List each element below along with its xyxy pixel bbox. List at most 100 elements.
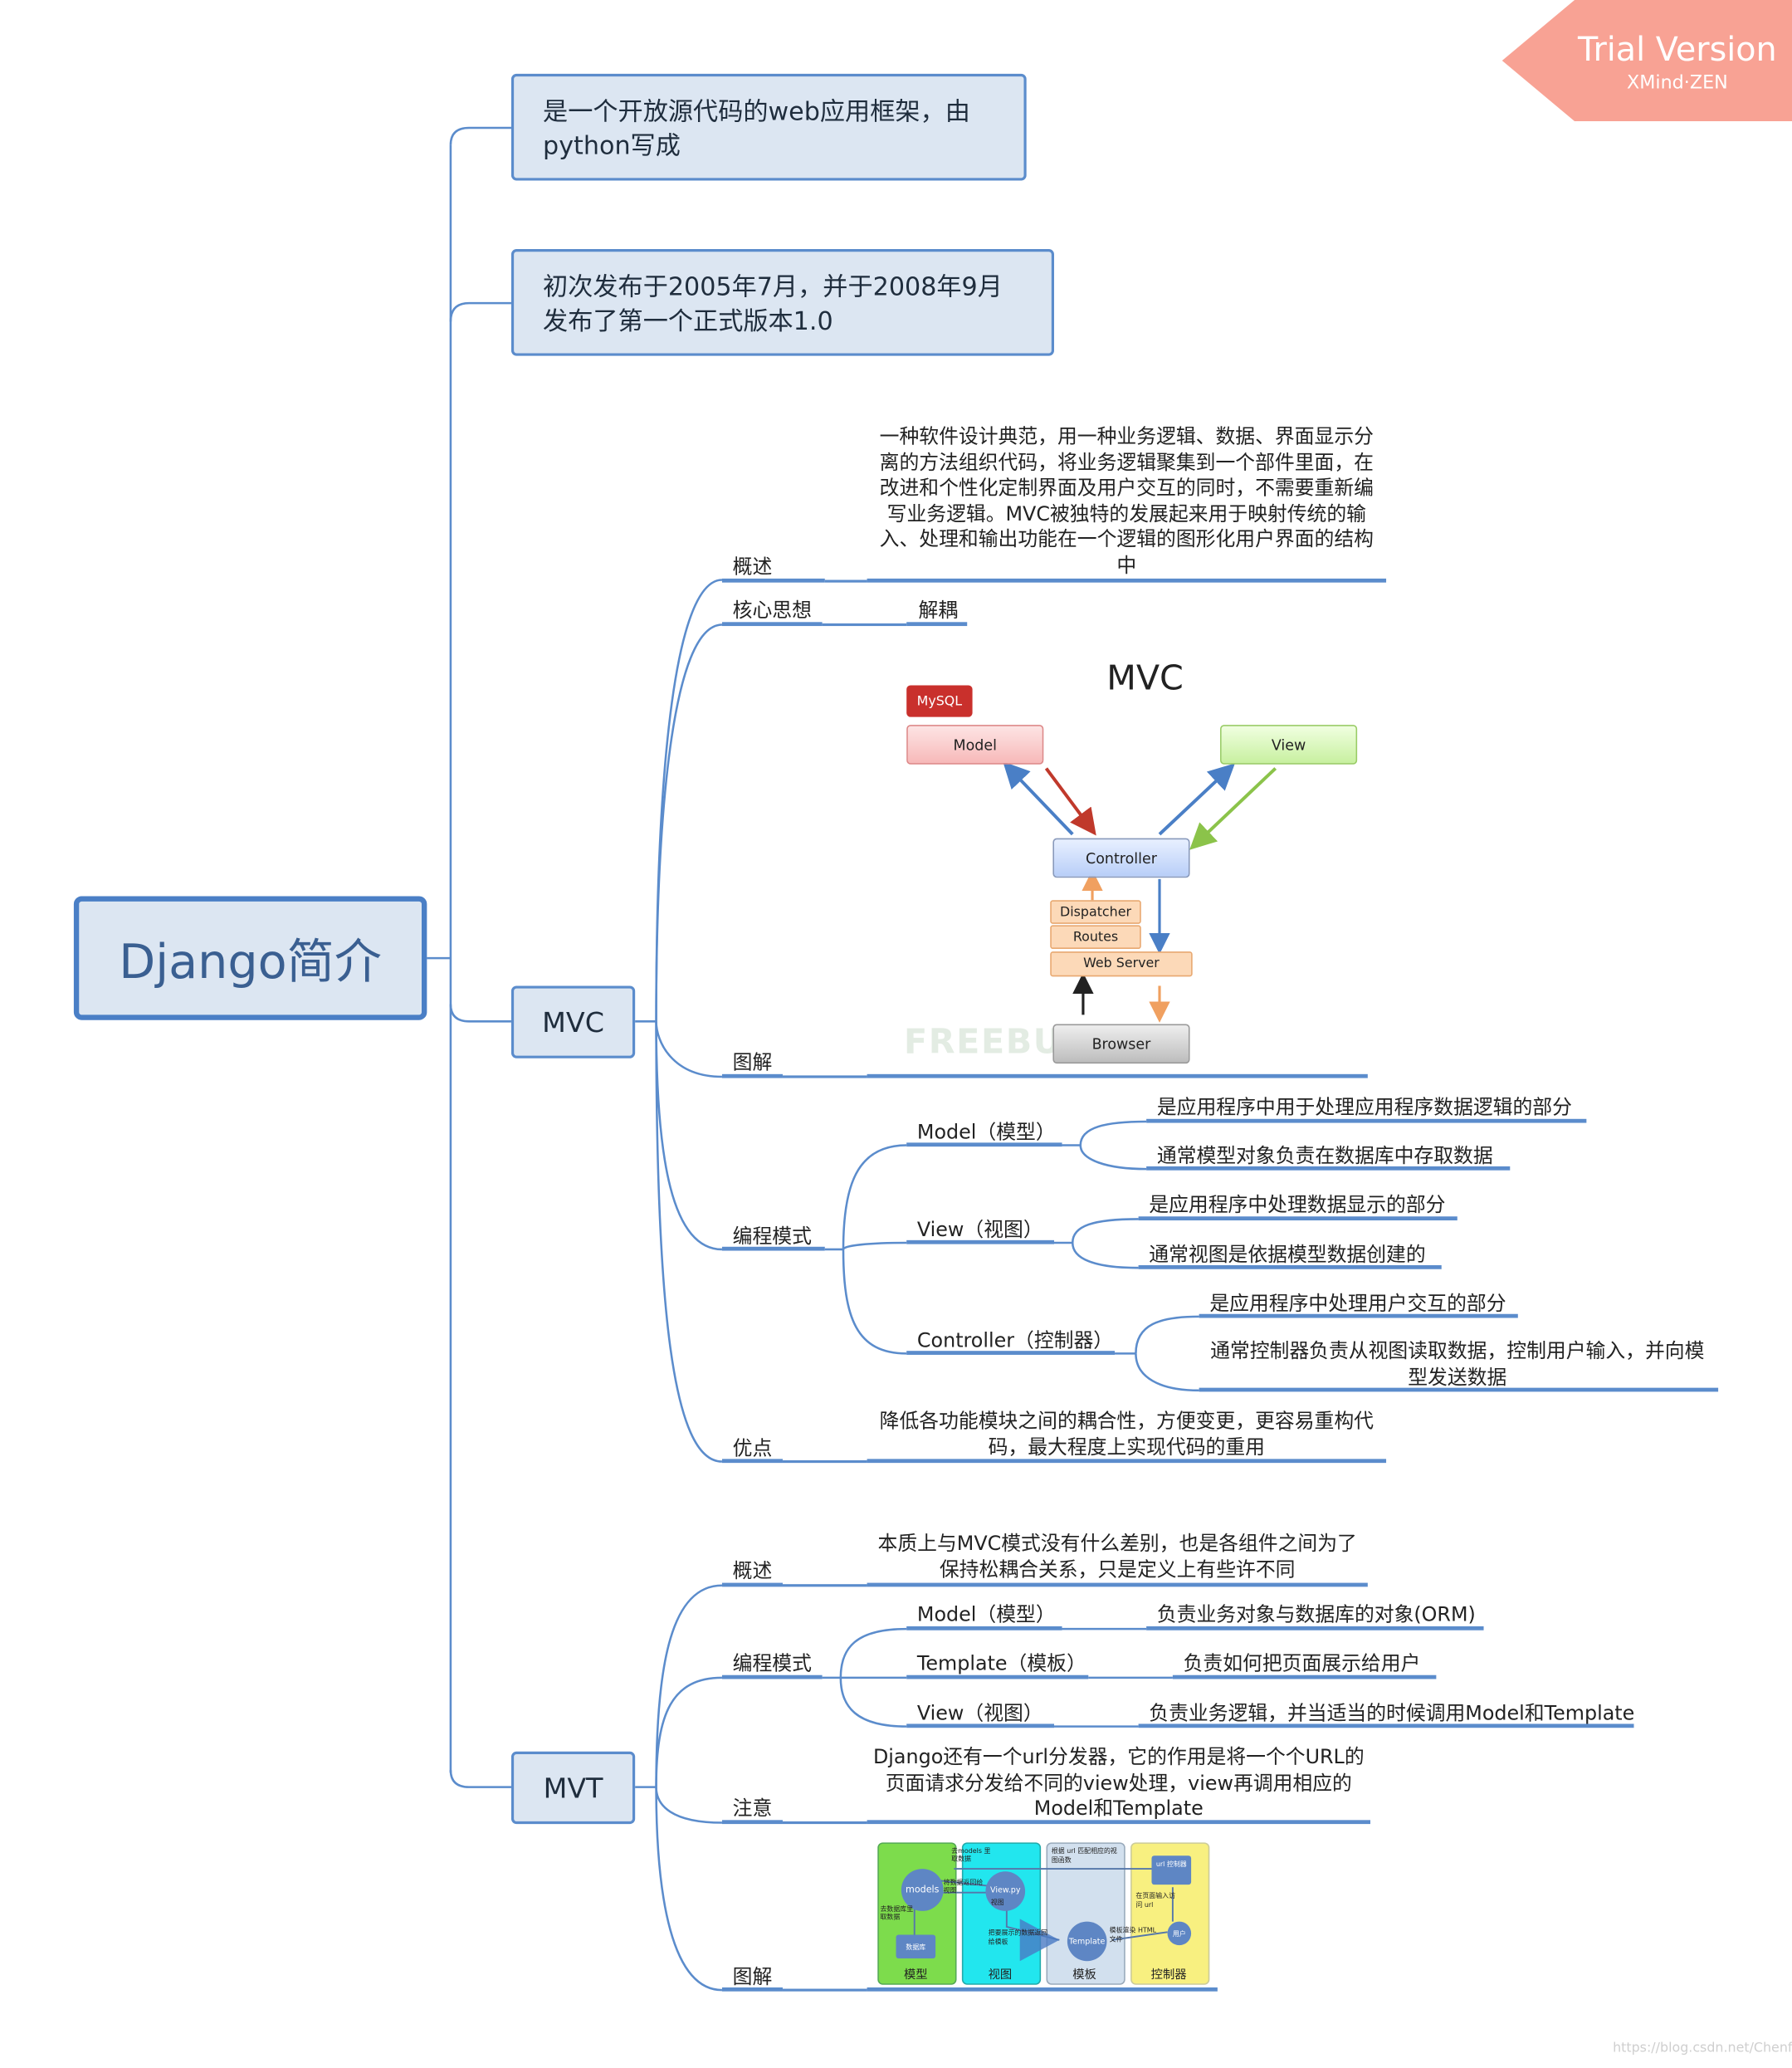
- mvt-note-t4: 根据 url 匹配相应的视图函数: [1051, 1847, 1117, 1865]
- mvc-advantage-text: 降低各功能模块之间的耦合性，方便变更，更容易重构代码，最大程度上实现代码的重用: [879, 1409, 1374, 1459]
- mvt-col-view: [961, 1842, 1042, 1985]
- mvc-model-node: Model: [906, 725, 1044, 765]
- topic-intro[interactable]: 是一个开放源代码的web应用框架，由python写成: [510, 73, 1027, 181]
- mvt-user-node: 用户: [1167, 1921, 1192, 1946]
- mvc-title: MVC: [542, 1006, 604, 1039]
- trial-sub: XMind·ZEN: [1627, 72, 1728, 94]
- mvc-pattern-underline: [721, 1246, 825, 1251]
- mvt-overview-text-underline: [867, 1582, 1368, 1587]
- mvt-diagram-link: [782, 1988, 867, 1992]
- dispatcher-node: Dispatcher: [1050, 900, 1141, 924]
- release-text: 初次发布于2005年7月，并于2008年9月发布了第一个正式版本1.0: [543, 272, 1003, 336]
- csdn-watermark: https://blog.csdn.net/Chenfe: [1613, 2041, 1792, 2056]
- mvc-core-text: 解耦: [918, 598, 959, 623]
- mvt-database-node: 数据库: [896, 1934, 936, 1959]
- mvt-view-text: 负责业务逻辑，并当适当的时候调用Model和Template: [1149, 1701, 1635, 1726]
- mvt-note-underline: [721, 1820, 783, 1825]
- mvt-note-t5: 在页面输入访问 url: [1135, 1892, 1176, 1910]
- mvt-overview-text: 本质上与MVC模式没有什么差别，也是各组件之间为了保持松耦合关系，只是定义上有些…: [877, 1531, 1357, 1582]
- mvc-model-item-2-underline: [1146, 1166, 1511, 1171]
- mvt-view-underline: [906, 1723, 1054, 1728]
- mvt-view-text-underline: [1138, 1723, 1634, 1728]
- mvc-model-item-1: 是应用程序中用于处理应用程序数据逻辑的部分: [1156, 1095, 1572, 1119]
- mvt-model-label[interactable]: Model（模型）: [916, 1602, 1056, 1626]
- mvc-controller-node: Controller: [1052, 838, 1190, 878]
- mvc-core-label[interactable]: 核心思想: [732, 598, 812, 623]
- mvc-diagram-link: [782, 1075, 867, 1078]
- mvt-note-link: [782, 1821, 867, 1824]
- mvt-viewpy-node: View.py: [985, 1871, 1026, 1911]
- mvc-overview-text: 一种软件设计典范，用一种业务逻辑、数据、界面显示分离的方法组织代码，将业务逻辑聚…: [879, 424, 1374, 577]
- mvc-view-label[interactable]: View（视图）: [916, 1217, 1043, 1242]
- mvt-diagram: models View.py 视图 Template url 控制器 用户 数据…: [875, 1840, 1210, 1985]
- mvt-col-controller-label: 控制器: [1150, 1968, 1187, 1982]
- mvt-col-model-label: 模型: [904, 1968, 928, 1982]
- topic-mvc[interactable]: MVC: [510, 985, 636, 1058]
- mvt-pattern-label[interactable]: 编程模式: [732, 1651, 812, 1675]
- mvc-model-item-2: 通常模型对象负责在数据库中存取数据: [1156, 1143, 1493, 1168]
- mvt-overview-underline: [721, 1582, 783, 1587]
- mvt-note-label[interactable]: 注意: [732, 1796, 773, 1821]
- mvt-diagram-label[interactable]: 图解: [732, 1964, 773, 1989]
- mvc-pattern-label[interactable]: 编程模式: [732, 1224, 812, 1249]
- mvc-controller-underline: [906, 1351, 1116, 1355]
- mvt-note-t6: 把要展示的数据返回给模板: [988, 1929, 1048, 1947]
- mvc-core-link: [822, 623, 907, 626]
- mvt-diagram-image-underline: [867, 1987, 1218, 1992]
- mvt-model-underline: [906, 1626, 1062, 1630]
- mvt-note-text-underline: [867, 1820, 1370, 1825]
- mvt-template-text-underline: [1172, 1674, 1437, 1679]
- mvc-model-label[interactable]: Model（模型）: [916, 1120, 1056, 1144]
- mvt-model-text: 负责业务对象与数据库的对象(ORM): [1156, 1602, 1476, 1626]
- mvc-overview-underline: [721, 578, 825, 583]
- mvc-advantage-text-underline: [867, 1459, 1387, 1464]
- mvt-template-text: 负责如何把页面展示给用户: [1183, 1651, 1421, 1675]
- mvc-diagram-image-underline: [867, 1073, 1368, 1078]
- mvc-diagram-title: MVC: [1106, 658, 1184, 699]
- browser-node: Browser: [1052, 1024, 1190, 1064]
- mvc-view-item-1-underline: [1138, 1216, 1458, 1221]
- mvt-note-t1: 去models 里取数据: [951, 1847, 991, 1864]
- mvc-view-underline: [906, 1239, 1054, 1244]
- mvc-advantage-label[interactable]: 优点: [732, 1436, 773, 1460]
- mvt-title: MVT: [543, 1772, 603, 1804]
- mvc-diagram-arrows: [1003, 761, 1277, 1023]
- mvc-overview-label[interactable]: 概述: [732, 555, 773, 579]
- mvt-note-text: Django还有一个url分发器，它的作用是将一个个URL的页面请求分发给不同的…: [872, 1744, 1365, 1821]
- mvt-pattern-underline: [721, 1674, 823, 1679]
- mvt-col-model: [877, 1842, 957, 1985]
- mvt-models-node: models: [901, 1869, 944, 1911]
- root-title: Django简介: [119, 936, 382, 990]
- mvc-core-text-underline: [906, 622, 968, 627]
- mvc-core-underline: [721, 622, 823, 627]
- mvc-view-item-1: 是应用程序中处理数据显示的部分: [1149, 1192, 1446, 1217]
- mvc-controller-label[interactable]: Controller（控制器）: [916, 1328, 1114, 1352]
- mvt-col-view-label: 视图: [988, 1968, 1013, 1982]
- mvt-view-label[interactable]: View（视图）: [916, 1701, 1043, 1726]
- mvt-overview-label[interactable]: 概述: [732, 1559, 773, 1583]
- mvc-view-item-2-underline: [1138, 1265, 1442, 1269]
- mvc-controller-item-1-underline: [1199, 1313, 1518, 1318]
- topic-mvt[interactable]: MVT: [510, 1751, 636, 1825]
- mvt-template-label[interactable]: Template（模板）: [916, 1651, 1086, 1675]
- mvc-advantage-link: [782, 1459, 867, 1463]
- mvc-controller-item-2-underline: [1199, 1387, 1719, 1392]
- mvt-note-t2: 将数据返回给视图: [943, 1879, 984, 1895]
- mvc-overview-text-underline: [867, 578, 1387, 583]
- mvc-controller-item-2: 通常控制器负责从视图读取数据，控制用户输入，并向模型发送数据: [1210, 1338, 1705, 1389]
- mvc-diagram-label[interactable]: 图解: [732, 1050, 773, 1074]
- mvc-advantage-underline: [721, 1459, 783, 1464]
- mvc-model-underline: [906, 1142, 1062, 1147]
- mvc-view-node: View: [1220, 725, 1358, 765]
- intro-text: 是一个开放源代码的web应用框架，由python写成: [543, 97, 970, 161]
- topic-release[interactable]: 初次发布于2005年7月，并于2008年9月发布了第一个正式版本1.0: [510, 249, 1054, 356]
- mysql-badge: MySQL: [906, 685, 973, 717]
- mvt-urlctl-node: url 控制器: [1151, 1855, 1192, 1885]
- routes-node: Routes: [1050, 925, 1141, 949]
- webserver-node: Web Server: [1050, 951, 1193, 977]
- root-topic[interactable]: Django简介: [73, 896, 427, 1020]
- trial-title: Trial Version: [1578, 30, 1777, 69]
- mvc-controller-item-1: 是应用程序中处理用户交互的部分: [1209, 1291, 1506, 1316]
